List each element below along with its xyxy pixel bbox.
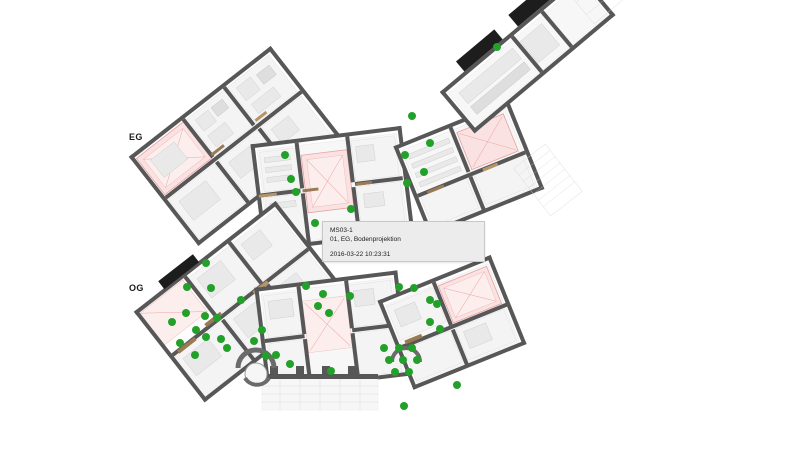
- sensor-marker[interactable]: [258, 326, 266, 334]
- sensor-marker[interactable]: [325, 309, 333, 317]
- highlight-room-eg-center: [300, 149, 355, 214]
- floor-plan-og: [133, 200, 527, 411]
- sensor-marker[interactable]: [287, 175, 295, 183]
- sensor-marker[interactable]: [327, 367, 335, 375]
- sensor-marker[interactable]: [192, 326, 200, 334]
- sensor-marker[interactable]: [311, 219, 319, 227]
- sensor-marker[interactable]: [401, 151, 409, 159]
- tooltip-timestamp: 2016-03-22 10:23:31: [330, 251, 391, 258]
- sensor-marker[interactable]: [183, 283, 191, 291]
- sensor-marker[interactable]: [453, 381, 461, 389]
- sensor-marker[interactable]: [403, 179, 411, 187]
- sensor-marker[interactable]: [213, 314, 221, 322]
- tooltip-location: 01, EG, Bodenprojektion: [330, 235, 401, 243]
- sensor-marker[interactable]: [493, 43, 501, 51]
- sensor-marker-layer[interactable]: [168, 43, 501, 410]
- sensor-marker[interactable]: [292, 188, 300, 196]
- sensor-marker[interactable]: [405, 368, 413, 376]
- sensor-marker[interactable]: [426, 296, 434, 304]
- sensor-marker[interactable]: [302, 282, 310, 290]
- sensor-marker[interactable]: [286, 360, 294, 368]
- highlight-room-og-center: [302, 295, 353, 354]
- sensor-marker[interactable]: [168, 318, 176, 326]
- sensor-marker[interactable]: [202, 333, 210, 341]
- floor-label-og: OG: [129, 283, 144, 293]
- highlight-room-eg-left: [135, 120, 213, 196]
- sensor-marker[interactable]: [202, 259, 210, 267]
- sensor-marker[interactable]: [250, 337, 258, 345]
- sensor-marker[interactable]: [207, 284, 215, 292]
- sensor-marker[interactable]: [385, 356, 393, 364]
- sensor-marker[interactable]: [395, 344, 403, 352]
- sensor-marker[interactable]: [420, 168, 428, 176]
- sensor-marker[interactable]: [395, 283, 403, 291]
- sensor-marker[interactable]: [191, 351, 199, 359]
- sensor-marker[interactable]: [217, 335, 225, 343]
- sensor-marker[interactable]: [347, 205, 355, 213]
- floor-plan-eg: [128, 0, 687, 252]
- sensor-marker[interactable]: [262, 352, 270, 360]
- sensor-marker[interactable]: [413, 356, 421, 364]
- sensor-marker[interactable]: [399, 356, 407, 364]
- sensor-marker[interactable]: [281, 151, 289, 159]
- eg-stair-hatch: [513, 143, 583, 217]
- sensor-marker[interactable]: [176, 339, 184, 347]
- sensor-marker[interactable]: [182, 309, 190, 317]
- sensor-marker[interactable]: [272, 351, 280, 359]
- sensor-marker[interactable]: [426, 318, 434, 326]
- sensor-marker[interactable]: [408, 112, 416, 120]
- sensor-marker[interactable]: [380, 344, 388, 352]
- og-terrace: [261, 366, 379, 411]
- sensor-marker[interactable]: [237, 296, 245, 304]
- floor-label-eg: EG: [129, 132, 143, 142]
- sensor-marker[interactable]: [314, 302, 322, 310]
- tooltip-sensor-id: MS03-1: [330, 227, 353, 234]
- sensor-marker[interactable]: [436, 325, 444, 333]
- sensor-marker[interactable]: [223, 344, 231, 352]
- highlight-room-og-right: [437, 265, 503, 324]
- sensor-marker[interactable]: [201, 312, 209, 320]
- sensor-marker[interactable]: [433, 300, 441, 308]
- sensor-marker[interactable]: [400, 402, 408, 410]
- og-rotunda: [235, 347, 277, 387]
- sensor-marker[interactable]: [408, 344, 416, 352]
- sensor-tooltip[interactable]: MS03-1 01, EG, Bodenprojektion 2016-03-2…: [322, 221, 485, 262]
- sensor-marker[interactable]: [426, 139, 434, 147]
- sensor-marker[interactable]: [319, 290, 327, 298]
- sensor-marker[interactable]: [410, 284, 418, 292]
- sensor-marker[interactable]: [391, 368, 399, 376]
- sensor-marker[interactable]: [346, 292, 354, 300]
